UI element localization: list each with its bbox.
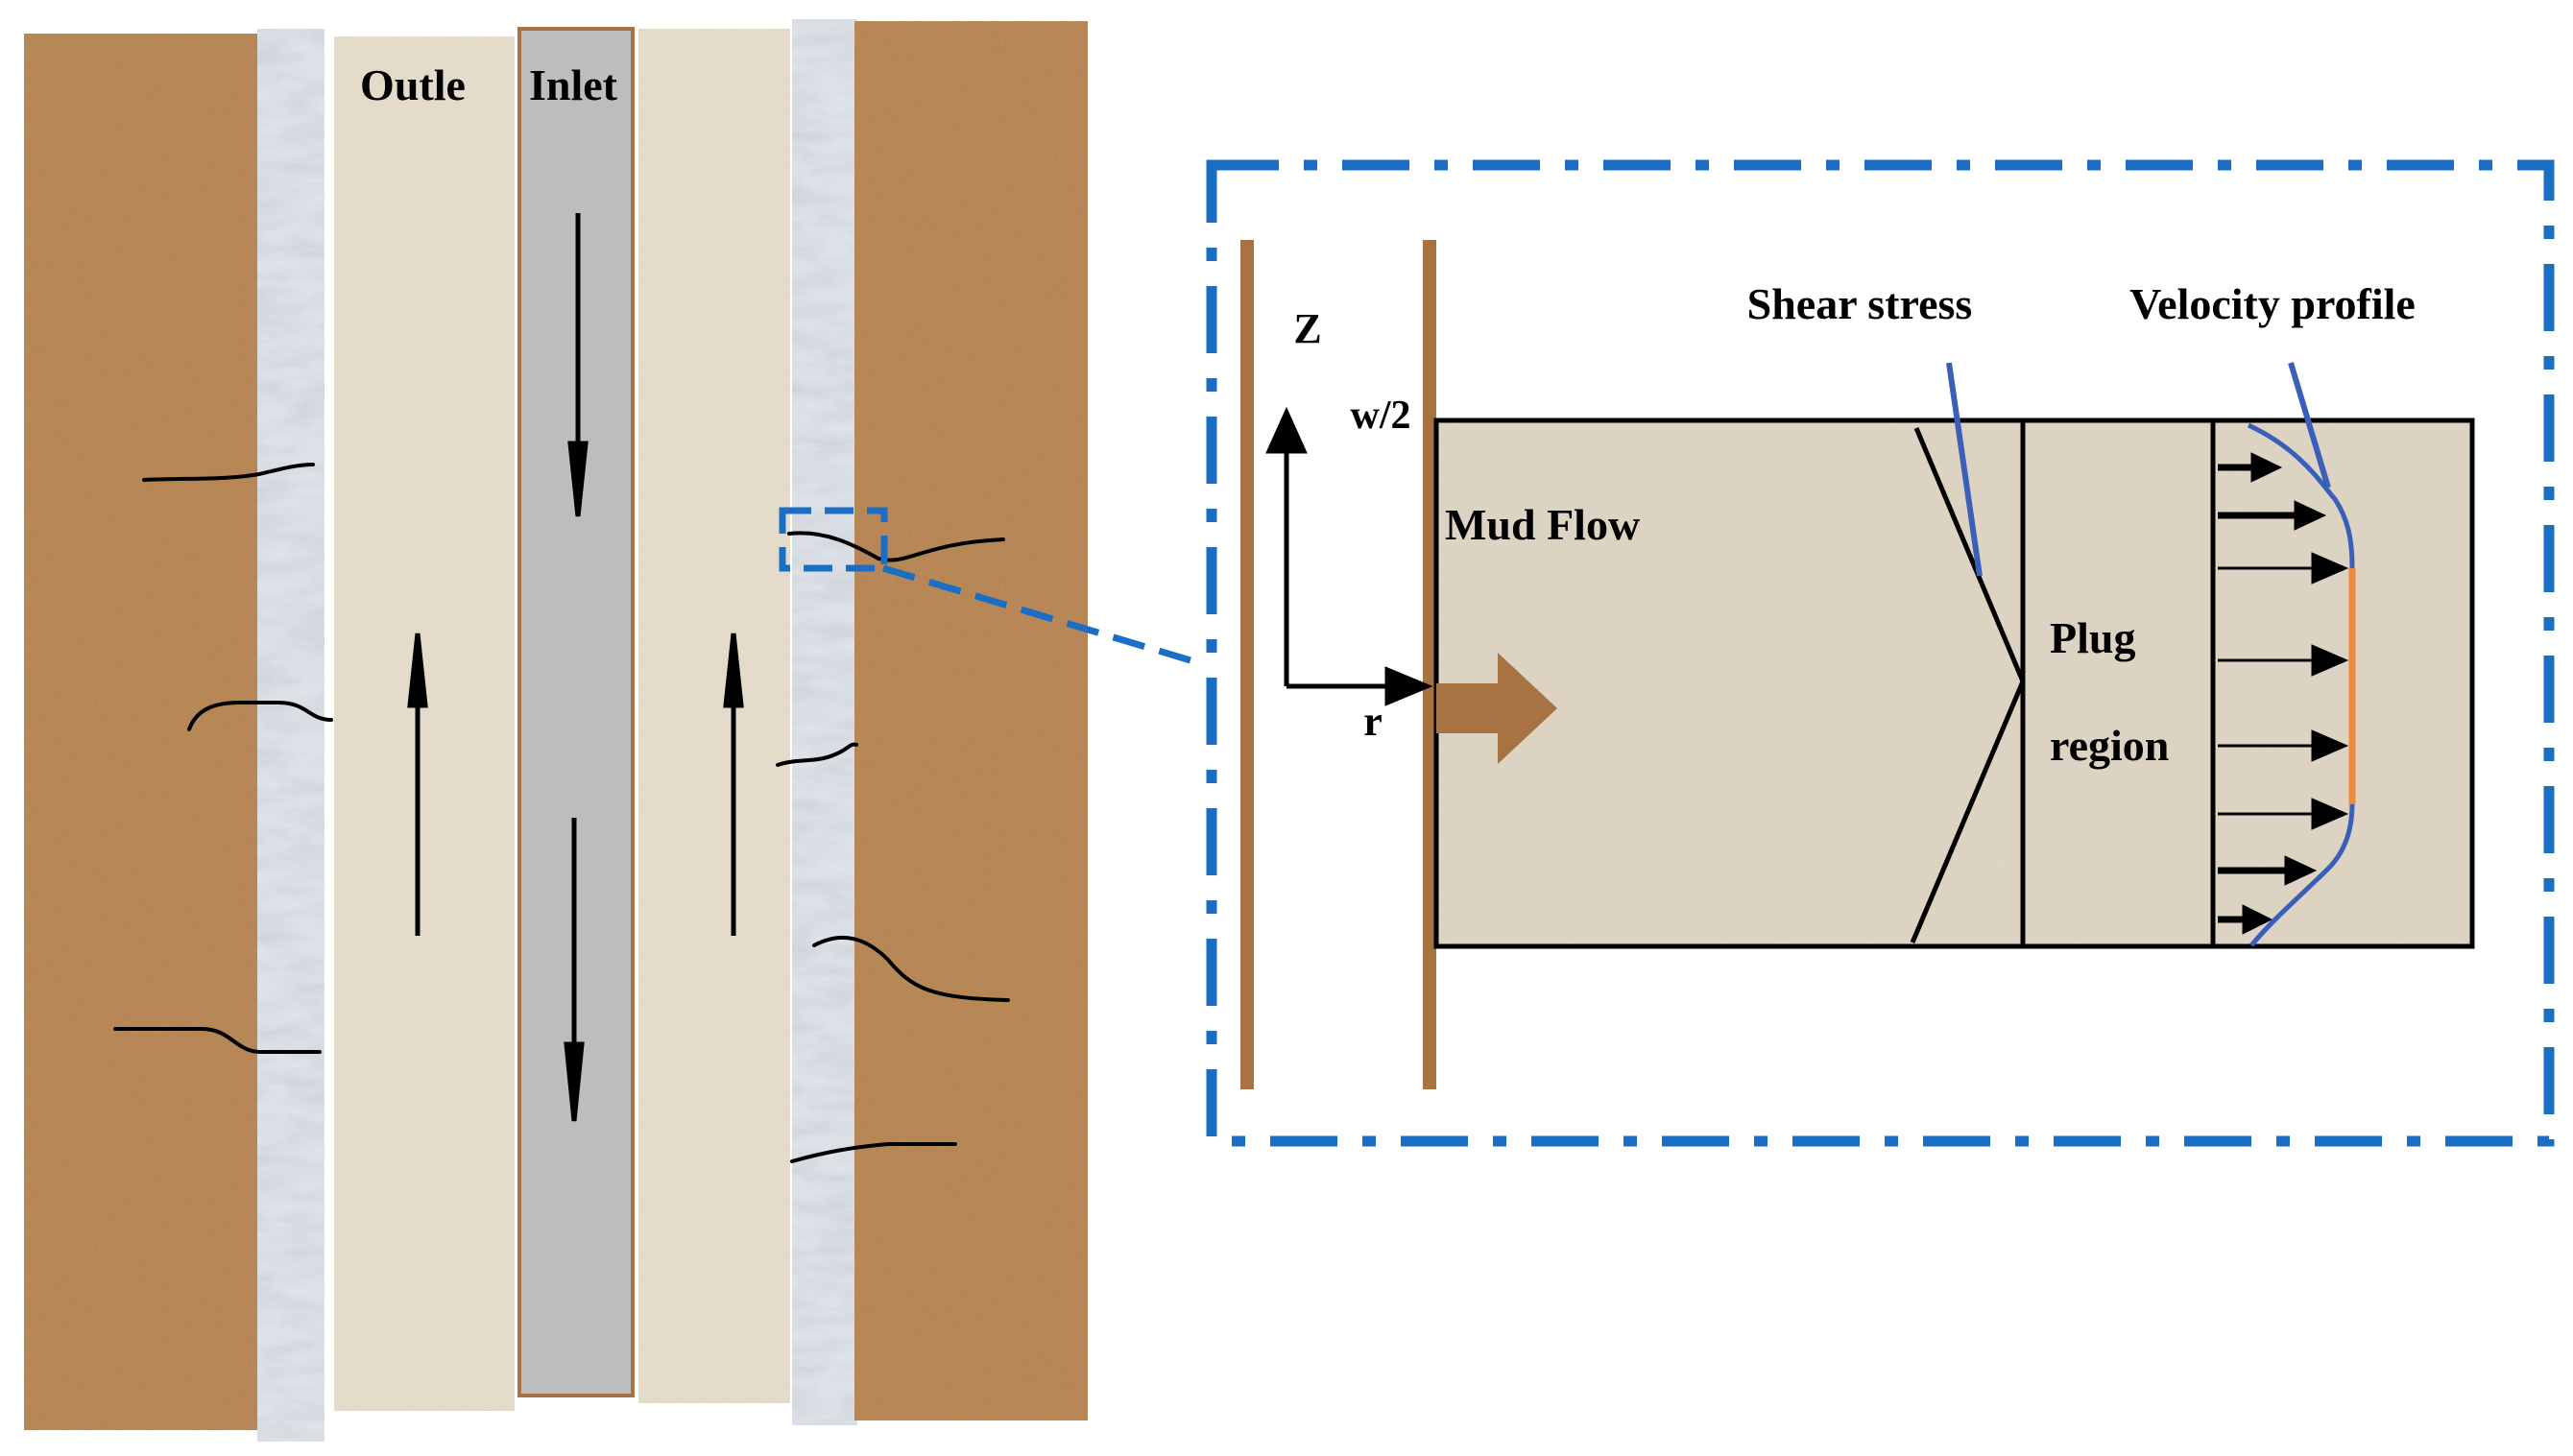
shear-stress-label: Shear stress — [1747, 279, 1973, 328]
fracture-1 — [142, 463, 315, 482]
zoom-panel-border — [1206, 159, 2555, 1147]
fracture-4 — [787, 531, 1005, 562]
r-axis-arrowhead — [1384, 666, 1433, 706]
zoom-source-box — [779, 507, 888, 572]
velocity-arrow-6-head — [2311, 798, 2349, 830]
z-axis-arrowhead — [1265, 406, 1308, 454]
velocity-profile-pointer — [2288, 362, 2331, 489]
zoom-panel: Z r w/2 Mud Flow Plug region — [1206, 159, 2555, 1147]
plug-label-line2: region — [2050, 721, 2169, 770]
outlet-arrow-left-head — [407, 633, 428, 708]
z-axis-label: Z — [1293, 305, 1321, 352]
fracture-5 — [776, 742, 858, 767]
flow-arrows — [407, 213, 744, 1122]
half-width-label: w/2 — [1351, 394, 1411, 438]
annulus-right-texture — [638, 29, 790, 1403]
inlet-arrow-lower-head — [564, 1041, 585, 1122]
zoom-connector-line — [881, 564, 1192, 664]
velocity-arrows — [2218, 452, 2349, 935]
formation-right-texture — [854, 21, 1088, 1420]
velocity-arrow-1-head — [2250, 452, 2283, 483]
r-axis-label: r — [1363, 698, 1383, 745]
fracture-7 — [790, 1142, 957, 1163]
fracture-wall-left — [1240, 240, 1254, 1089]
mud-flow-arrow — [1436, 653, 1557, 764]
shear-stress-pointer — [1946, 362, 1983, 577]
formation-left-texture — [24, 34, 259, 1430]
annulus-left-texture — [334, 36, 515, 1411]
fracture-2 — [187, 701, 333, 731]
coordinate-axes — [1265, 406, 1433, 706]
mud-flow-label: Mud Flow — [1445, 500, 1640, 549]
inlet-label: Inlet — [529, 60, 618, 109]
velocity-arrow-2-head — [2294, 500, 2327, 531]
cement-right-texture — [792, 19, 857, 1425]
plug-label-line1: Plug — [2050, 613, 2135, 662]
velocity-arrow-4-head — [2311, 644, 2349, 677]
outlet-label: Outle — [360, 60, 466, 109]
cement-left-texture — [257, 29, 325, 1442]
fracture-3 — [113, 1027, 322, 1054]
fracture-wall-right — [1423, 240, 1436, 1089]
outlet-arrow-right-head — [723, 633, 744, 708]
velocity-profile-label: Velocity profile — [2129, 279, 2416, 328]
velocity-arrow-8-head — [2242, 904, 2273, 935]
velocity-arrow-7-head — [2284, 855, 2318, 886]
wellbore-section: Outle Inlet — [24, 19, 1088, 1442]
fracture-6 — [812, 935, 1010, 1002]
velocity-arrow-5-head — [2311, 729, 2349, 762]
inlet-arrow-upper-head — [567, 441, 589, 517]
fracture-lines — [113, 463, 1010, 1163]
velocity-arrow-3-head — [2311, 552, 2349, 585]
